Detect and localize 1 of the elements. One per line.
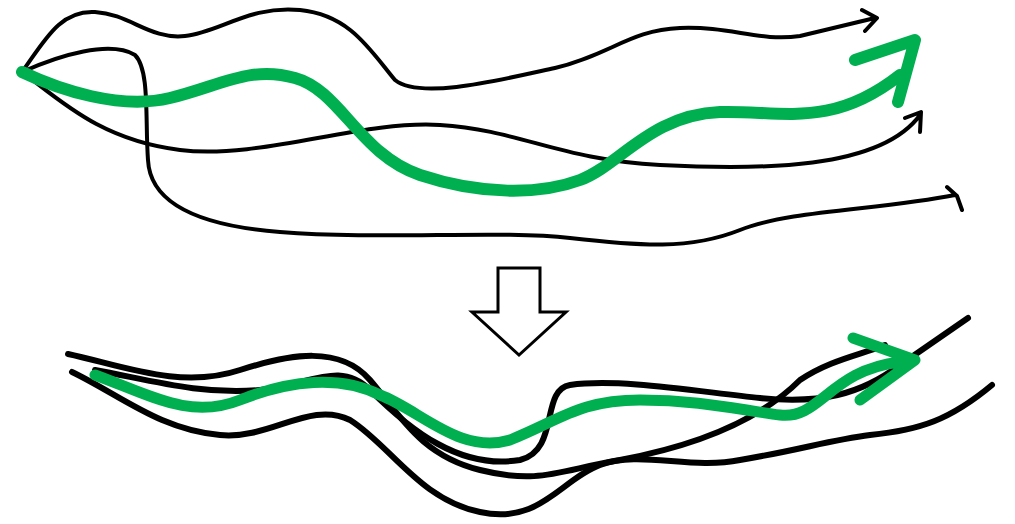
block-arrow [468, 266, 570, 358]
